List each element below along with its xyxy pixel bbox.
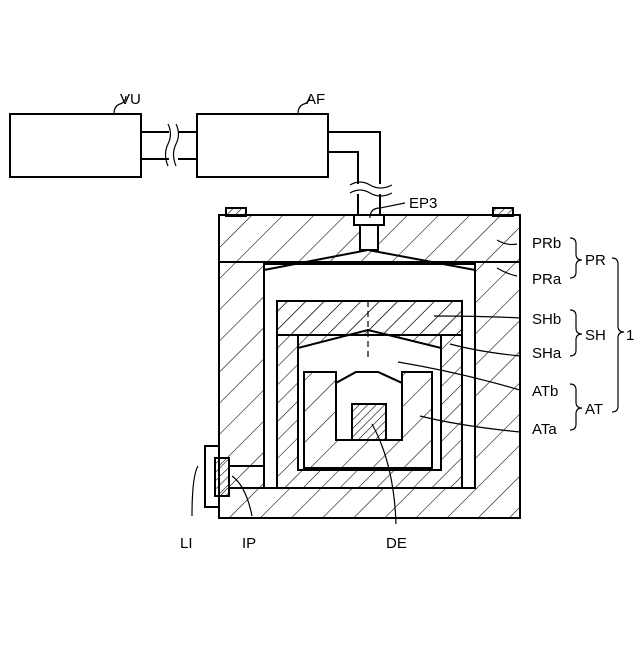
device (352, 404, 386, 440)
label-pr: PR (585, 252, 606, 269)
shield-top (277, 301, 462, 348)
exhaust-port (354, 215, 384, 225)
label-one: 1 (626, 327, 634, 344)
label-atb: ATb (532, 383, 558, 400)
label-prb: PRb (532, 235, 561, 252)
label-shb: SHb (532, 311, 561, 328)
label-vu: VU (120, 91, 141, 108)
lid-clamp-left (226, 208, 246, 216)
inlet-port (215, 458, 229, 496)
label-ep3: EP3 (409, 195, 437, 212)
label-de: DE (386, 535, 407, 552)
label-ata: ATa (532, 421, 557, 438)
vacuum-unit-box (10, 114, 141, 177)
label-sha: SHa (532, 345, 562, 362)
exhaust-port-stem (360, 225, 378, 250)
label-pra: PRa (532, 271, 562, 288)
label-ip: IP (242, 535, 256, 552)
pipe-af-chamber (328, 132, 392, 215)
filter-box (197, 114, 328, 177)
lid-clamp-right (493, 208, 513, 216)
label-li: LI (180, 535, 193, 552)
label-sh: SH (585, 327, 606, 344)
label-at: AT (585, 401, 603, 418)
label-af: AF (306, 91, 325, 108)
pipe-vu-af (141, 124, 197, 166)
